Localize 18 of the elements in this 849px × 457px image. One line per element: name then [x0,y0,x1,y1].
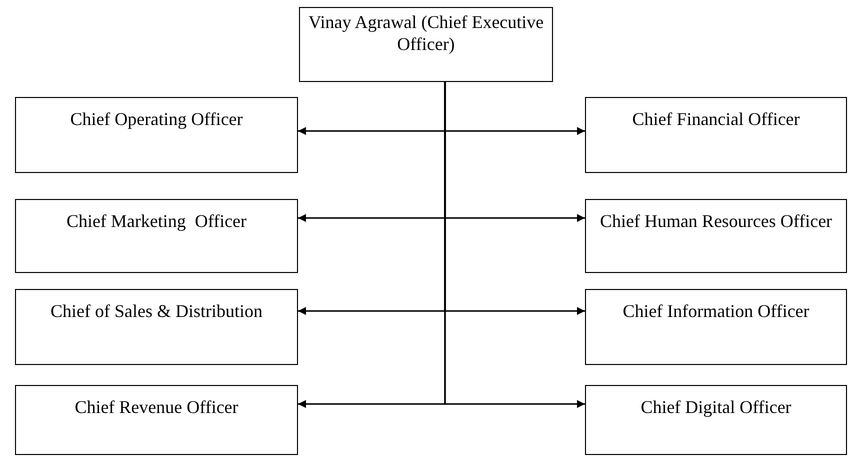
officer-box [585,289,847,365]
role-title: Chief Digital Officer [640,397,792,417]
role-title: Chief Marketing Officer [66,211,247,231]
role-title: Vinay Agrawal (Chief Executive Officer) [308,12,545,54]
role-title: Chief Human Resources Officer [600,211,832,231]
role-title: Chief Operating Officer [70,109,243,129]
role-title: Chief Information Officer [622,301,810,321]
officer-box [15,97,298,173]
officer-box [15,385,298,455]
officer-box [585,199,847,273]
role-title: Chief Revenue Officer [74,397,238,417]
officer-box [15,199,298,273]
officer-box [585,385,847,455]
role-title: Chief of Sales & Distribution [50,301,262,321]
officer-box [585,97,847,173]
role-title: Chief Financial Officer [632,109,800,129]
executive-box [299,7,553,82]
officer-box [15,289,298,365]
